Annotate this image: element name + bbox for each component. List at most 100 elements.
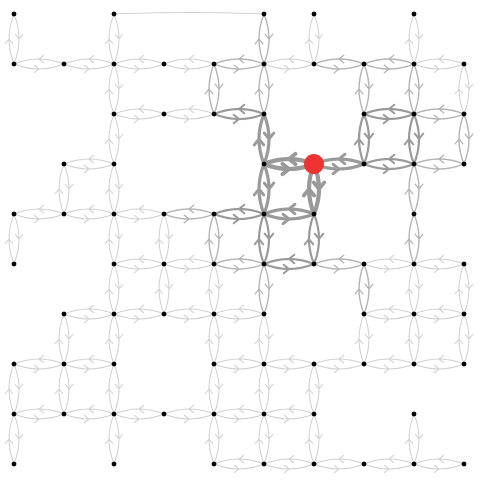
edge xyxy=(104,413,124,465)
edge-arrow xyxy=(204,288,214,295)
edge-arrow xyxy=(164,233,174,240)
graph-node xyxy=(411,411,417,417)
edge xyxy=(252,112,276,166)
edge xyxy=(213,54,265,74)
edge-curve xyxy=(213,363,220,415)
graph-node xyxy=(261,211,267,217)
edge xyxy=(13,404,65,424)
edge-arrow xyxy=(433,314,440,324)
edge xyxy=(4,363,24,415)
edge-curve xyxy=(363,458,415,465)
edge-curve xyxy=(13,363,20,415)
graph-node xyxy=(461,161,467,167)
edge-arrow xyxy=(238,254,245,264)
edge xyxy=(313,454,365,474)
edge-curve xyxy=(413,263,465,270)
edge-arrow xyxy=(404,188,414,195)
graph-node xyxy=(211,211,217,217)
edge-arrow xyxy=(314,433,324,440)
edge-arrow xyxy=(264,333,274,340)
edge xyxy=(303,212,325,266)
edge-curve xyxy=(213,358,265,365)
edge-arrow xyxy=(64,383,74,390)
edge xyxy=(454,263,474,315)
edge-arrow xyxy=(104,138,114,145)
edge-arrow xyxy=(138,404,145,414)
edge xyxy=(313,254,365,274)
edge-arrow xyxy=(337,152,347,166)
edge-curve xyxy=(208,313,215,365)
edge-curve xyxy=(108,363,115,415)
edge-curve xyxy=(313,358,365,365)
edge-arrow xyxy=(404,288,414,295)
edge xyxy=(163,104,215,124)
edge xyxy=(212,103,266,125)
graph-node xyxy=(61,161,67,167)
edge-arrow xyxy=(188,254,195,264)
edge-arrow xyxy=(214,233,224,240)
edge xyxy=(413,254,465,274)
edge-curve xyxy=(163,113,215,120)
edge-arrow xyxy=(104,388,114,395)
edge-arrow xyxy=(183,214,190,224)
edge-arrow xyxy=(88,154,95,164)
edge-arrow xyxy=(253,238,265,246)
edge xyxy=(363,354,415,374)
edge-arrow xyxy=(204,238,214,245)
edge-curve xyxy=(163,308,215,315)
graph-node xyxy=(161,261,167,267)
edge xyxy=(4,213,24,265)
edge-arrow xyxy=(403,138,415,146)
edge-arrow xyxy=(214,383,224,390)
edge-arrow xyxy=(214,83,224,90)
graph-node xyxy=(11,61,17,67)
edge-arrow xyxy=(238,304,245,314)
edge-curve xyxy=(113,163,120,215)
edge-arrow xyxy=(133,414,140,424)
edge xyxy=(254,413,274,465)
edge-curve xyxy=(413,308,465,315)
edge-arrow xyxy=(204,338,214,345)
edge xyxy=(354,263,374,315)
edge xyxy=(413,304,465,324)
edge-arrow xyxy=(438,304,445,314)
edge-arrow xyxy=(414,233,424,240)
edge-curve xyxy=(13,208,65,215)
edge-arrow xyxy=(204,88,214,95)
edge-curve xyxy=(63,163,70,215)
edge-arrow xyxy=(438,454,445,464)
edge-curve xyxy=(163,263,215,270)
edge-arrow xyxy=(238,354,245,364)
edge xyxy=(204,63,224,115)
edge-curve xyxy=(263,58,315,65)
graph-node xyxy=(61,411,67,417)
edge-arrow xyxy=(338,254,345,264)
edge-curve xyxy=(313,363,365,370)
edge-arrow xyxy=(114,33,124,40)
edge-arrow xyxy=(414,33,424,40)
edge-arrow xyxy=(133,64,140,74)
edge-curve xyxy=(108,163,115,215)
edge-curve xyxy=(58,163,65,215)
edge-curve xyxy=(163,213,170,265)
edge xyxy=(362,153,416,175)
edge xyxy=(454,113,474,165)
edge-arrow xyxy=(338,54,345,64)
edge xyxy=(104,163,124,215)
edge xyxy=(63,154,115,174)
edge-curve xyxy=(63,163,115,170)
edge-arrow xyxy=(382,163,390,175)
graph-node xyxy=(261,411,267,417)
edge-curve xyxy=(113,213,165,220)
edge-curve xyxy=(113,63,165,70)
edge-arrow xyxy=(204,388,214,395)
edge-curve xyxy=(8,363,15,415)
graph-node xyxy=(261,161,267,167)
edge-arrow xyxy=(254,288,264,295)
edge xyxy=(354,313,374,365)
edge-arrow xyxy=(333,264,340,274)
edge-curve xyxy=(263,413,270,465)
edge xyxy=(213,304,265,324)
edge-curve xyxy=(408,313,415,365)
